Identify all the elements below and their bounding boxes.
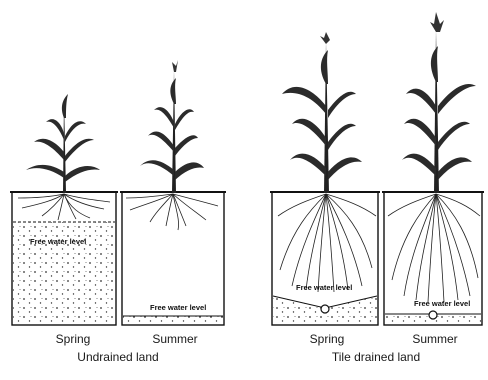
corn-plant — [140, 60, 204, 193]
water-level-label: Free water level — [414, 299, 470, 308]
group-label-tile-drained: Tile drained land — [296, 350, 456, 364]
water-level-label: Free water level — [30, 237, 86, 246]
corn-plant — [26, 94, 100, 193]
water-level-label: Free water level — [150, 303, 206, 312]
shallow-roots — [126, 194, 218, 230]
panel-tile-summer: Free water level — [382, 12, 484, 325]
corn-plant — [282, 32, 362, 193]
season-label-tile-summer: Summer — [390, 332, 480, 346]
drain-tile — [429, 311, 437, 319]
panel-undrained-summer: Free water level — [120, 60, 226, 325]
group-label-undrained: Undrained land — [38, 350, 198, 364]
season-label-undrained-spring: Spring — [28, 332, 118, 346]
season-label-undrained-summer: Summer — [130, 332, 220, 346]
drain-tile — [321, 305, 329, 313]
panel-tile-spring: Free water level — [270, 32, 380, 325]
saturated-zone — [123, 316, 223, 324]
panel-undrained-spring: Free water level — [10, 94, 118, 325]
deep-roots — [388, 194, 480, 302]
shallow-roots — [18, 194, 110, 220]
water-level-label: Free water level — [296, 283, 352, 292]
season-label-tile-spring: Spring — [282, 332, 372, 346]
deep-roots — [278, 194, 376, 292]
corn-plant — [402, 12, 476, 193]
